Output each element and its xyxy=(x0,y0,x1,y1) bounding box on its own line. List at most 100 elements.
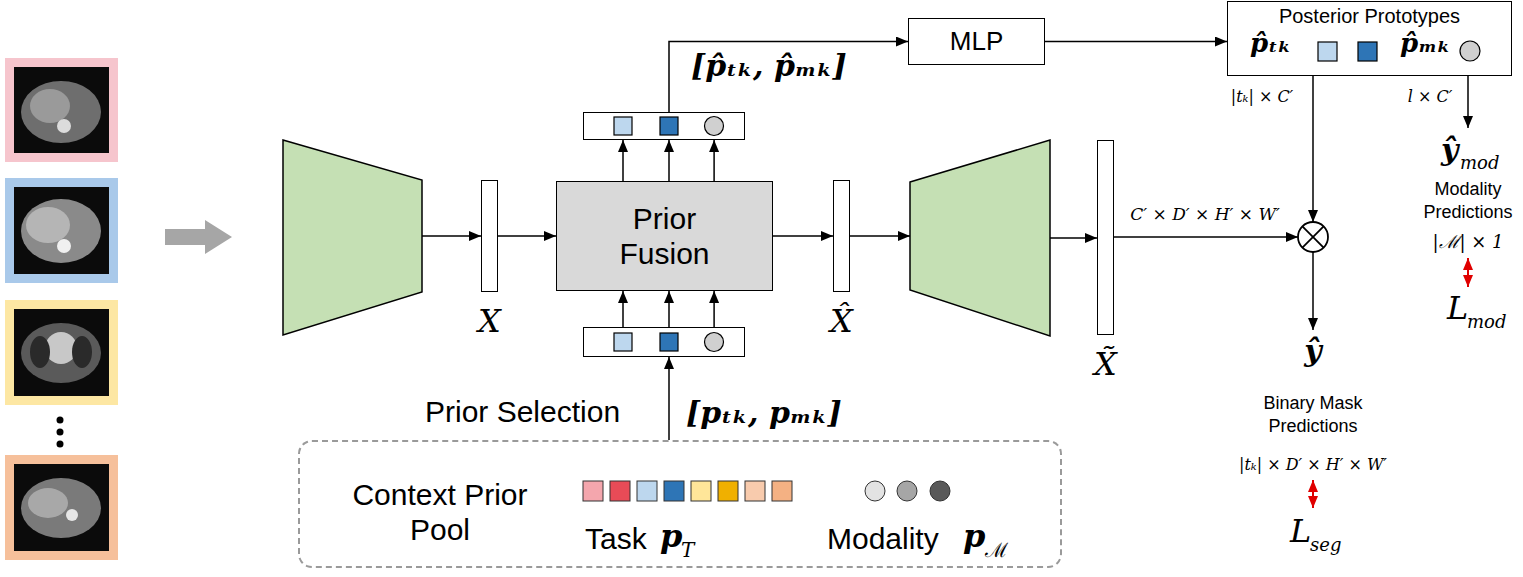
modality-prior xyxy=(897,481,917,501)
thumb-body xyxy=(21,81,101,143)
multiply-cross xyxy=(1302,226,1323,247)
thumb-lung xyxy=(72,336,92,368)
flow-arrow xyxy=(1312,76,1314,222)
thumb-frame xyxy=(5,300,118,405)
task-prototype xyxy=(660,333,678,351)
thumb-body xyxy=(21,323,101,383)
connector-line xyxy=(713,140,715,181)
feature-name: X̂ xyxy=(830,303,853,340)
fusion-box: Prior Fusion xyxy=(556,181,773,291)
box-title: MLP xyxy=(950,27,1003,57)
flow-arrow xyxy=(1114,236,1298,238)
multiply-cross xyxy=(1302,226,1323,247)
math-symbol: p xyxy=(963,518,985,555)
input-arrow xyxy=(165,220,232,254)
loss-subscript: mod xyxy=(1467,312,1506,333)
step-label: Prior Selection xyxy=(425,395,620,430)
thumb-lung xyxy=(30,336,50,368)
scan-thumbnail xyxy=(5,58,118,162)
task-prior xyxy=(637,481,657,501)
prototype-box: Posterior Prototypesp̂ₜₖp̂ₘₖ xyxy=(1227,1,1512,76)
task-prior xyxy=(610,481,630,501)
ellipsis-dot xyxy=(57,417,64,424)
connector-line xyxy=(668,140,670,181)
prototype-strip: [p̂ₜₖ, p̂ₘₖ] xyxy=(583,112,745,140)
loss-subscript: seg xyxy=(1310,535,1341,556)
connector xyxy=(669,357,670,440)
modality-prior xyxy=(865,481,885,501)
thumb-ground xyxy=(14,67,109,153)
feature-bar: X̂ xyxy=(833,180,850,292)
connector xyxy=(669,42,908,113)
flow-arrow xyxy=(1312,252,1314,330)
thumb-frame xyxy=(5,58,118,162)
mlp-box: MLP xyxy=(908,18,1045,65)
modality-prior xyxy=(930,481,950,501)
connector-line xyxy=(668,357,670,440)
thumb-ground xyxy=(14,309,109,396)
thumb-organ xyxy=(26,207,70,243)
task-prior xyxy=(772,481,792,501)
dimension-label: C′ × D′ × H′ × W′ xyxy=(1130,205,1280,225)
connector xyxy=(623,140,714,181)
dimension-label: l × C′ xyxy=(1408,88,1453,106)
connector xyxy=(1045,41,1227,42)
loss-arrow xyxy=(1312,480,1314,508)
thumb-spine xyxy=(57,239,71,253)
prior-pool: Context Prior PoolTaskpTModalitypℳ xyxy=(298,440,1062,568)
modality-prototype xyxy=(705,117,724,136)
output-symbol: ŷ xyxy=(1441,133,1458,168)
modality-prototype xyxy=(1460,41,1480,61)
scan-thumbnail xyxy=(5,300,118,405)
flow-arrow xyxy=(422,235,481,237)
prototype-strip: [pₜₖ, pₘₖ] xyxy=(583,327,745,357)
thumb-spine xyxy=(66,509,78,521)
box-title: Prior Fusion xyxy=(590,202,740,271)
connector xyxy=(498,236,556,237)
thumb-frame xyxy=(5,178,118,283)
prototype-notation: p̂ₜₖ xyxy=(1250,29,1291,59)
task-prior xyxy=(718,481,738,501)
thumb-frame xyxy=(5,455,118,560)
pool-caption: Modality xyxy=(827,522,939,557)
loss-arrow xyxy=(1467,258,1469,287)
connector-line xyxy=(622,291,624,327)
math-symbol: p xyxy=(660,518,682,555)
feature-bar: X xyxy=(481,180,498,292)
task-prototype xyxy=(614,333,632,351)
flow-arrow xyxy=(1467,76,1469,128)
task-prior xyxy=(745,481,765,501)
feature-name: X xyxy=(478,303,501,340)
thumb-organ xyxy=(30,89,70,123)
math-subscript: ℳ xyxy=(985,539,1008,562)
ellipsis-dot xyxy=(57,441,64,448)
task-prior xyxy=(664,481,684,501)
decoder-trapezoid xyxy=(910,140,1050,336)
pool-caption: Task xyxy=(585,522,647,557)
output-subscript: mod xyxy=(1460,153,1499,174)
thumb-body xyxy=(21,199,101,263)
task-prototype xyxy=(614,117,632,135)
connector-line xyxy=(668,291,670,327)
pool-title: Context Prior Pool xyxy=(322,478,558,547)
output-symbol: ŷ xyxy=(1304,334,1321,369)
flow-arrow xyxy=(1050,237,1097,239)
thumb-organ xyxy=(45,332,77,364)
modality-prototype xyxy=(705,333,724,352)
connector-line xyxy=(773,235,833,237)
encoder-trapezoid xyxy=(283,140,422,335)
loss-symbol: L xyxy=(1447,290,1468,327)
connector xyxy=(623,291,714,327)
connector-line xyxy=(713,291,715,327)
thumb-ground xyxy=(14,187,109,274)
thumb-ground xyxy=(14,464,109,551)
task-prototype xyxy=(1318,42,1337,61)
output-caption: Modality Predictions xyxy=(1403,178,1523,225)
dimension-label: |ℳ| × 1 xyxy=(1432,232,1503,253)
connector-line xyxy=(622,140,624,181)
output-caption: Binary Mask Predictions xyxy=(1243,392,1383,439)
connector-line xyxy=(498,235,556,237)
loss-symbol: L xyxy=(1290,513,1311,550)
dimension-label: |tₖ| × C′ xyxy=(1231,88,1294,106)
